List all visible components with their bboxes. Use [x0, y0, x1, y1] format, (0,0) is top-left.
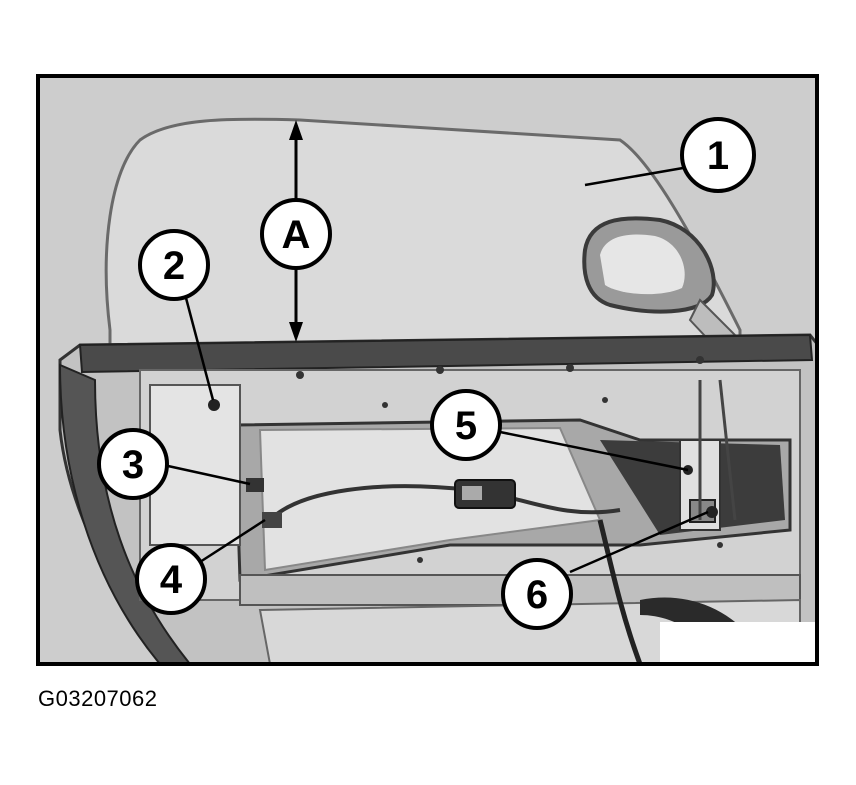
- frame-bolts: [296, 356, 723, 563]
- callout-1: 1: [680, 117, 756, 193]
- callout-5: 5: [430, 389, 502, 461]
- bolt-2: [208, 399, 220, 411]
- figure-id: G03207062: [38, 686, 158, 711]
- leader-lines: [167, 166, 709, 574]
- svg-text:3: 3: [122, 443, 144, 487]
- callout-3: 3: [97, 428, 169, 500]
- svg-text:4: 4: [160, 558, 183, 602]
- belt-line-strip: [78, 333, 814, 374]
- connector-4: [262, 512, 282, 528]
- callout-a: A: [260, 198, 332, 270]
- svg-text:5: 5: [455, 404, 477, 448]
- bolt-6: [706, 506, 718, 518]
- blank-label-box: [660, 622, 815, 662]
- connector-3: [246, 478, 264, 492]
- callout-4: 4: [135, 543, 207, 615]
- mirror: [582, 216, 742, 354]
- svg-text:2: 2: [163, 244, 185, 288]
- callout-6: 6: [501, 558, 573, 630]
- window-motor-connector: [454, 479, 516, 509]
- svg-text:1: 1: [707, 134, 729, 178]
- svg-text:6: 6: [526, 573, 548, 617]
- callout-2: 2: [138, 229, 210, 301]
- svg-text:A: A: [282, 213, 311, 257]
